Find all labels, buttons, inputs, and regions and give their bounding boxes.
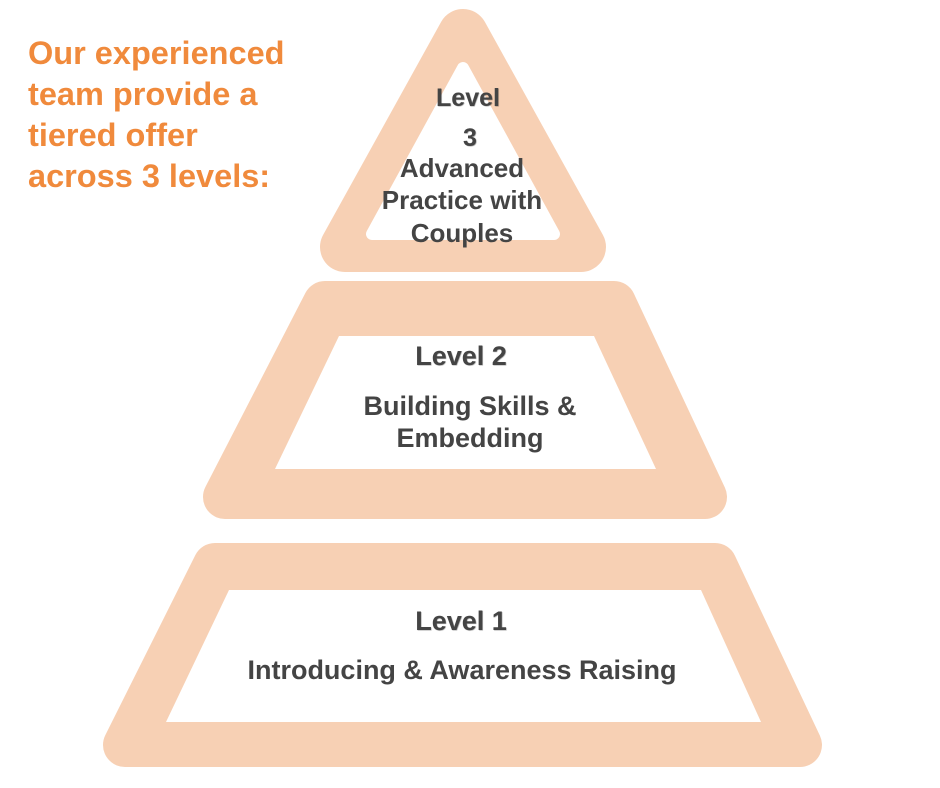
level-2-description-line: Embedding <box>396 423 544 453</box>
level-1-title: Level 1 <box>415 606 507 636</box>
level-3-description-line: Practice with <box>381 185 543 215</box>
level-3-description-line: Couples <box>410 218 514 248</box>
tier-level-2 <box>203 281 727 519</box>
level-2-description-line: Building Skills & <box>363 391 577 421</box>
level-3-description-line: Advanced <box>399 153 525 183</box>
intro-line: across 3 levels: <box>28 158 271 194</box>
intro-line: tiered offer <box>28 117 198 153</box>
level-3-title-word: Level <box>436 84 500 112</box>
level-1-description: Introducing & Awareness Raising <box>247 655 677 685</box>
intro-heading: Our experienced team provide a tiered of… <box>28 33 348 197</box>
intro-line: team provide a <box>28 76 258 112</box>
intro-line: Our experienced <box>28 35 285 71</box>
level-2-title: Level 2 <box>415 341 507 371</box>
tier-level-1 <box>103 543 822 767</box>
tier-level-3 <box>320 9 606 272</box>
level-3-title-number: 3 <box>463 124 477 152</box>
